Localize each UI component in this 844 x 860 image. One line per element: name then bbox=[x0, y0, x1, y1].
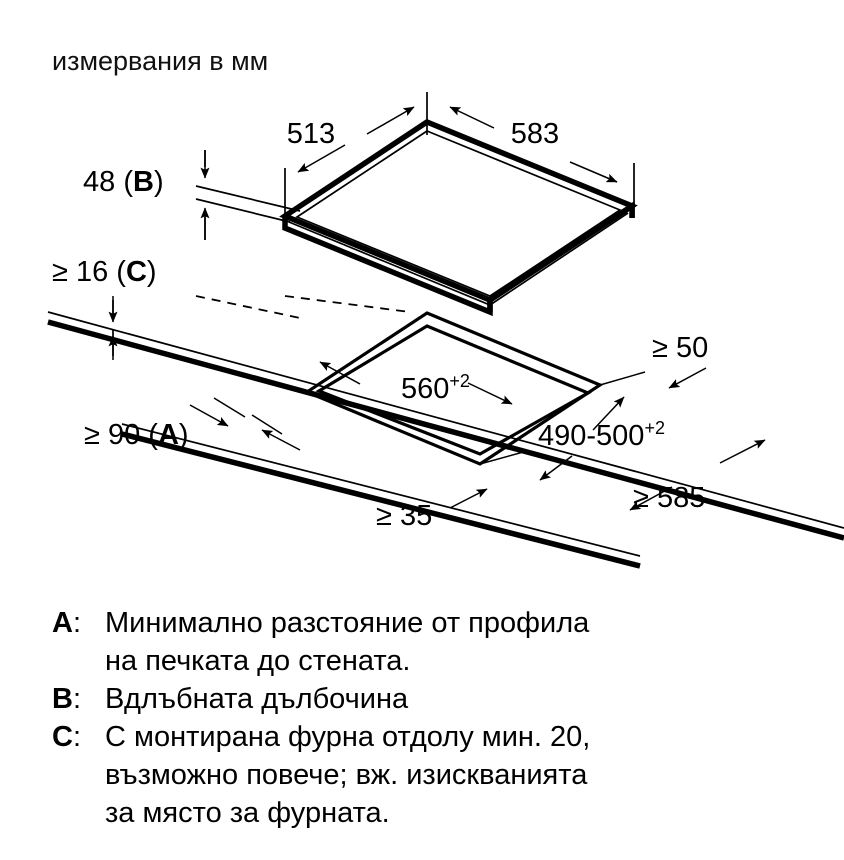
ext-line-90-b bbox=[251, 414, 283, 435]
dim-cutout-depth-490-500: 490-500+2 bbox=[479, 371, 665, 481]
dim-label-585: ≥ 585 bbox=[633, 482, 705, 514]
legend-text-a-line1: Минимално разстояние от профила bbox=[105, 607, 590, 639]
ext-line-490-lower bbox=[479, 450, 528, 465]
arrow-50-to-edge bbox=[668, 367, 707, 389]
ext-line-90-a bbox=[213, 397, 246, 418]
dim-wall-distance-90A: ≥ 90 (A) bbox=[84, 397, 301, 451]
legend-text-c-line2: възможно повече; вж. изискванията bbox=[105, 759, 588, 791]
arrow-90-left bbox=[261, 429, 301, 451]
hob-glass-inset bbox=[295, 130, 622, 297]
leader-583-to-right bbox=[569, 161, 618, 183]
dim-560-tolerance: +2 bbox=[449, 371, 470, 391]
dim-16-value: ≥ 16 bbox=[52, 256, 108, 288]
worktop-front-edge-thick bbox=[121, 431, 641, 569]
worktop-rear-top-surface-line bbox=[47, 311, 844, 529]
legend-key-a: A bbox=[52, 607, 73, 639]
leader-513-to-top bbox=[366, 106, 415, 135]
legend-sep-a: : bbox=[73, 607, 81, 639]
legend-sep-c: : bbox=[73, 721, 81, 753]
alignment-dashed-line-left bbox=[195, 295, 301, 319]
alignment-dashed-line bbox=[284, 295, 411, 313]
arrow-585-rear bbox=[719, 439, 766, 464]
dim-490-tolerance: +2 bbox=[644, 418, 665, 438]
hob-underside-edge-lower bbox=[195, 198, 291, 223]
page-title: измервания в мм bbox=[52, 46, 268, 76]
dim-recess-depth-48B: 48 (B) bbox=[83, 150, 301, 240]
legend-text-c-line1: С монтирана фурна отдолу мин. 20, bbox=[105, 721, 590, 753]
legend-entry-c: C: С монтирана фурна отдолу мин. 20, въз… bbox=[52, 721, 590, 829]
dim-560-value: 560 bbox=[401, 373, 449, 405]
legend-key-b: B bbox=[52, 683, 73, 715]
ext-line-490-upper bbox=[599, 371, 646, 386]
dim-label-560: 560+2 bbox=[401, 371, 470, 405]
dim-label-35: ≥ 35 bbox=[376, 500, 432, 532]
legend-text-a-line2: на печката до стената. bbox=[105, 645, 410, 677]
legend-key-a-group: A: bbox=[52, 607, 81, 639]
hob-front-ledge bbox=[288, 212, 629, 306]
dim-label-50: ≥ 50 bbox=[652, 332, 708, 364]
arrow-585-front bbox=[629, 486, 673, 511]
dim-48-value: 48 bbox=[83, 166, 115, 198]
hob-appliance bbox=[279, 118, 638, 317]
dim-90-ref: A bbox=[158, 419, 179, 451]
hob-top-face bbox=[279, 118, 638, 304]
dim-16-ref: C bbox=[126, 256, 147, 288]
legend-entry-b: B: Вдлъбната дълбочина bbox=[52, 683, 409, 715]
arrow-90-right bbox=[189, 404, 229, 427]
hob-underside-edge-upper bbox=[195, 185, 301, 212]
dim-label-583: 583 bbox=[511, 118, 559, 150]
dim-490-value: 490-500 bbox=[538, 420, 644, 452]
dim-label-16C: ≥ 16 (C) bbox=[52, 256, 157, 288]
worktop-front-top-line bbox=[121, 423, 641, 557]
leader-560-lower-right bbox=[467, 382, 513, 405]
worktop-slab bbox=[47, 311, 844, 569]
dim-label-90A: ≥ 90 (A) bbox=[84, 419, 189, 451]
dim-90-value: ≥ 90 bbox=[84, 419, 140, 451]
leader-513-to-left bbox=[297, 144, 346, 173]
dim-rear-clearance-50: ≥ 50 bbox=[652, 332, 708, 389]
legend-key-c-group: C: bbox=[52, 721, 81, 753]
arrow-35-to-edge bbox=[449, 488, 488, 509]
worktop-rear-edge-thick bbox=[47, 319, 844, 541]
legend-text-c-line3: за място за фурната. bbox=[105, 797, 390, 829]
dim-hob-right-583: 583 bbox=[449, 106, 635, 218]
leader-583-to-top bbox=[449, 106, 495, 129]
legend-key-c: C bbox=[52, 721, 73, 753]
hob-right-side-wall bbox=[487, 200, 635, 312]
cutout-inner-outline bbox=[315, 324, 592, 456]
arrow-490-up bbox=[592, 396, 625, 431]
dim-worktop-depth-585: ≥ 585 bbox=[629, 439, 766, 514]
legend-key-b-group: B: bbox=[52, 683, 81, 715]
leader-560-upper-left bbox=[319, 361, 361, 385]
legend: A: Минимално разстояние от профила на пе… bbox=[52, 607, 590, 829]
dim-worktop-thickness-16C: ≥ 16 (C) bbox=[52, 256, 157, 360]
dim-label-48B: 48 (B) bbox=[83, 166, 164, 198]
legend-text-b-line1: Вдлъбната дълбочина bbox=[105, 683, 409, 715]
dim-48-ref: B bbox=[133, 166, 154, 198]
legend-sep-b: : bbox=[73, 683, 81, 715]
arrow-490-down bbox=[539, 455, 573, 481]
dim-label-513: 513 bbox=[287, 118, 335, 150]
dim-hob-left-513: 513 bbox=[284, 92, 428, 228]
legend-entry-a: A: Минимално разстояние от профила на пе… bbox=[52, 607, 590, 677]
dim-label-490-500: 490-500+2 bbox=[538, 418, 665, 452]
dim-cutout-width-560: 560+2 bbox=[319, 361, 513, 405]
dim-front-clearance-35: ≥ 35 bbox=[376, 488, 488, 532]
